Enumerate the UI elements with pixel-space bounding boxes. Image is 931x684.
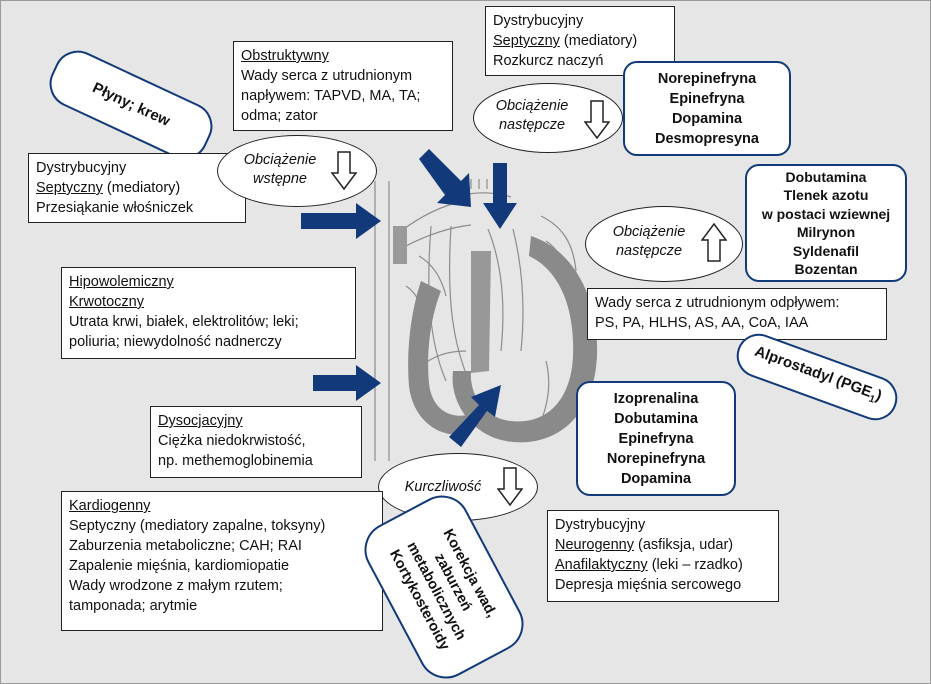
drug-item: Dopamina bbox=[671, 110, 743, 127]
box-line: Septyczny (mediatory) bbox=[493, 33, 638, 49]
box-line: Neurogenny (asfiksja, udar) bbox=[555, 537, 734, 553]
box-line: poliuria; niewydolność nadnerczy bbox=[69, 334, 282, 350]
box-title: Dystrybucyjny bbox=[36, 160, 127, 176]
arrow-down-icon bbox=[483, 163, 517, 229]
arrow-down-outline-icon bbox=[584, 100, 610, 140]
cardiogenic-box: Kardiogenny Septyczny (mediatory zapalne… bbox=[61, 491, 383, 631]
box-line: Wady wrodzone z małym rzutem; bbox=[69, 578, 283, 594]
drug-item: Norepinefryna bbox=[657, 70, 757, 87]
box-title: Dystrybucyjny bbox=[555, 517, 646, 533]
box-line: Depresja mięśnia sercowego bbox=[555, 577, 742, 593]
box-line: np. methemoglobinemia bbox=[158, 453, 313, 469]
drug-item: Syldenafil bbox=[792, 242, 860, 259]
dissociative-box: Dysocjacyjny Ciężka niedokrwistość, np. … bbox=[150, 406, 362, 478]
vasodilator-treatment-box: Dobutamina Tlenek azotu w postaci wziewn… bbox=[745, 164, 907, 282]
box-line: Septyczny (mediatory zapalne, toksyny) bbox=[69, 518, 326, 534]
drug-item: Epinefryna bbox=[669, 90, 745, 107]
vasopressor-treatment-box: Norepinefryna Epinefryna Dopamina Desmop… bbox=[623, 61, 791, 156]
inotrope-treatment-box: Izoprenalina Dobutamina Epinefryna Norep… bbox=[576, 381, 736, 496]
box-line: Wady serca z utrudnionym odpływem: bbox=[595, 295, 840, 311]
distributive-bottom-box: Dystrybucyjny Neurogenny (asfiksja, udar… bbox=[547, 510, 779, 602]
drug-item: Dopamina bbox=[620, 470, 692, 487]
arrow-right-icon bbox=[301, 203, 381, 239]
drug-item: Izoprenalina bbox=[613, 390, 699, 407]
arrow-up-right-icon bbox=[449, 385, 501, 447]
box-line: Rozkurcz naczyń bbox=[493, 53, 604, 69]
box-line: Anafilaktyczny (leki – rzadko) bbox=[555, 557, 743, 573]
box-line: Wady serca z utrudnionym bbox=[241, 68, 413, 84]
drug-item: Norepinefryna bbox=[606, 450, 706, 467]
arrow-right-icon bbox=[313, 365, 381, 401]
arrow-down-right-icon bbox=[419, 149, 471, 207]
arrow-up-outline-icon bbox=[701, 223, 727, 262]
box-line: Zapalenie mięśnia, kardiomiopatie bbox=[69, 558, 290, 574]
arrow-down-outline-icon bbox=[331, 151, 357, 191]
box-line: Przesiąkanie włośniczek bbox=[36, 200, 194, 216]
distributive-left-box: Dystrybucyjny Septyczny (mediatory) Prze… bbox=[28, 153, 246, 223]
drug-item: Dobutamina bbox=[614, 410, 698, 427]
box-line: Zaburzenia metaboliczne; CAH; RAI bbox=[69, 538, 302, 554]
box-line: odma; zator bbox=[241, 108, 318, 124]
drug-item: Tlenek azotu bbox=[783, 187, 869, 203]
box-subtitle: Krwotoczny bbox=[69, 294, 144, 310]
box-title: Kardiogenny bbox=[69, 498, 151, 514]
drug-item: Epinefryna bbox=[618, 430, 694, 447]
box-line: napływem: TAPVD, MA, TA; bbox=[241, 88, 421, 104]
box-title: Dystrybucyjny bbox=[493, 13, 584, 29]
contractility-label: Kurczliwość bbox=[404, 479, 482, 495]
drug-item: Desmopresyna bbox=[655, 130, 759, 147]
obstructive-outflow-box: Wady serca z utrudnionym odpływem: PS, P… bbox=[587, 288, 887, 340]
box-line: tamponada; arytmie bbox=[69, 598, 198, 614]
box-title: Obstruktywny bbox=[241, 48, 329, 64]
box-title: Dysocjacyjny bbox=[158, 413, 243, 429]
drug-item: w postaci wziewnej bbox=[761, 205, 891, 222]
box-line: Septyczny (mediatory) bbox=[36, 180, 181, 196]
box-title: Hipowolemiczny bbox=[69, 274, 174, 290]
arrow-down-outline-icon bbox=[497, 467, 523, 507]
drug-item: Milrynon bbox=[796, 224, 856, 240]
box-line: PS, PA, HLHS, AS, AA, CoA, IAA bbox=[595, 315, 809, 331]
box-line: Ciężka niedokrwistość, bbox=[158, 433, 306, 449]
drug-item: Dobutamina bbox=[785, 168, 867, 185]
hypovolemic-box: Hipowolemiczny Krwotoczny Utrata krwi, b… bbox=[61, 267, 356, 359]
drug-item: Bozentan bbox=[794, 261, 858, 277]
box-line: Utrata krwi, białek, elektrolitów; leki; bbox=[69, 314, 299, 330]
obstructive-inflow-box: Obstruktywny Wady serca z utrudnionym na… bbox=[233, 41, 453, 131]
